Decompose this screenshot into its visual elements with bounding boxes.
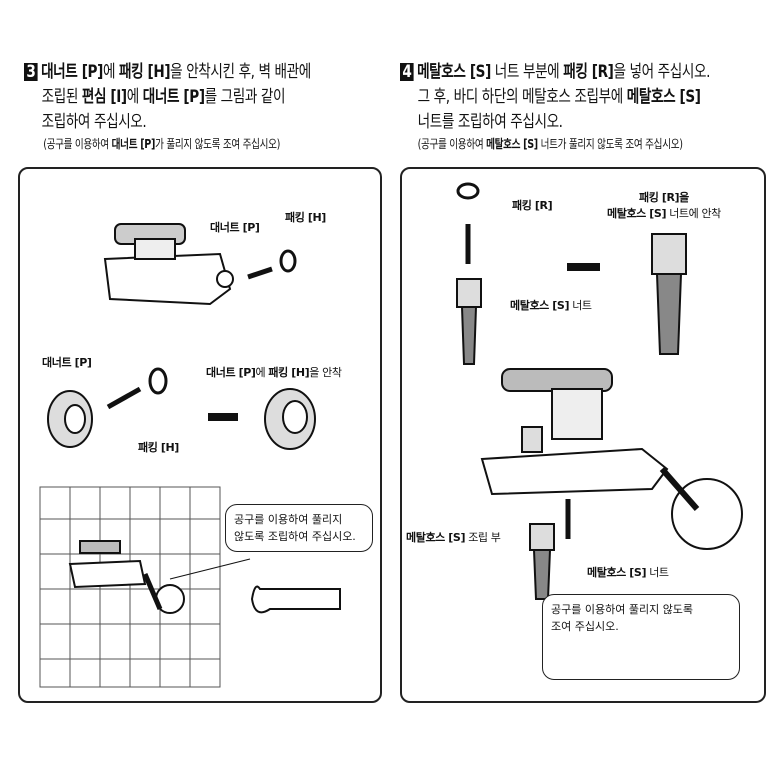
text: 조립하여 주십시오.: [41, 112, 147, 132]
note: 가 풀리지 않도록 조여 주십시오): [155, 137, 281, 151]
hose-nut-icon: [456, 278, 482, 365]
term: 대너트 [P]: [111, 137, 156, 151]
term: 패킹 [R]: [563, 62, 614, 82]
installed-faucet-icon: [68, 540, 185, 614]
text: 너트에 안착: [666, 207, 721, 220]
callout-line: 공구를 이용하여 풀리지 않도록: [551, 603, 694, 616]
label-packing-h: 패킹 [H]: [138, 441, 179, 454]
text: 너트를 조립하여 주십시오.: [417, 112, 563, 132]
text: 패킹 [R]을: [638, 191, 689, 204]
term: 대너트 [P]: [41, 62, 103, 82]
note: (공구를 이용하여: [417, 137, 487, 151]
label-hose-nut: 메탈호스 [S] 너트: [510, 297, 592, 313]
hose-nut-icon: [529, 523, 555, 600]
step4-number: 4: [400, 63, 414, 81]
packing-h-ring-icon: [279, 249, 297, 273]
text: 너트 부분에: [490, 62, 564, 82]
wrench-icon: [250, 585, 341, 614]
step3-number: 3: [24, 63, 38, 81]
term: 대너트 [P]: [206, 366, 256, 379]
term: 패킹 [H]: [268, 366, 310, 379]
term: 메탈호스 [S]: [607, 207, 667, 220]
term: 메탈호스 [S]: [626, 87, 701, 107]
term: 메탈호스 [S]: [510, 299, 570, 312]
callout-line: 공구를 이용하여 풀리지: [234, 513, 343, 526]
arrow-icon: [106, 386, 142, 410]
label-hose-nut: 메탈호스 [S] 너트: [587, 564, 669, 580]
term: 메탈호스 [S]: [486, 137, 538, 151]
label-seat-packing: 대너트 [P]에 패킹 [H]을 안착: [206, 364, 342, 380]
term: 메탈호스 [S]: [417, 62, 491, 82]
nut-p-icon: [47, 390, 93, 448]
term: 메탈호스 [S]: [406, 531, 466, 544]
arrow-icon: [247, 266, 273, 280]
text: 을 안착: [309, 366, 342, 379]
packing-r-ring-icon: [456, 182, 480, 200]
step3-illustration-panel: 대너트 [P] 패킹 [H] 대너트 [P] 대너트 [P]에 패킹 [H]을 …: [18, 167, 382, 703]
text: 에: [255, 366, 269, 379]
text: 조립 부: [465, 531, 501, 544]
text: 에: [126, 87, 143, 107]
text: 을 넣어 주십시오.: [613, 62, 711, 82]
label-assembly-part: 메탈호스 [S] 조립 부: [406, 529, 501, 545]
text: 그 후, 바디 하단의 메탈호스 조립부에: [417, 87, 627, 107]
term: 편심 [I]: [81, 87, 127, 107]
faucet-body-icon: [103, 223, 234, 306]
callout-line: 않도록 조립하여 주십시오.: [234, 530, 356, 543]
wall-tile-grid: [39, 486, 221, 688]
text: 을 안착시킨 후, 벽 배관에: [170, 62, 311, 82]
label-nut-p: 대너트 [P]: [210, 221, 260, 234]
step4-illustrations: [456, 182, 743, 678]
callout-line: 조여 주십시오.: [551, 620, 619, 633]
packing-h-ring-icon: [148, 367, 168, 395]
note: (공구를 이용하여: [43, 137, 112, 151]
text: 너트: [569, 299, 592, 312]
text: 를 그림과 같이: [204, 87, 286, 107]
note: 너트가 풀리지 않도록 조여 주십시오): [537, 137, 683, 151]
label-nut-p: 대너트 [P]: [42, 356, 92, 369]
text: 조립된: [41, 87, 82, 107]
faucet-body-icon: [480, 368, 743, 550]
step3-illustrations: [39, 223, 341, 688]
term: 패킹 [H]: [118, 62, 171, 82]
nut-with-packing-icon: [264, 388, 316, 450]
label-packing-h: 패킹 [H]: [285, 211, 326, 224]
hose-nut-with-packing-icon: [651, 233, 687, 355]
label-packing-r: 패킹 [R]: [512, 199, 553, 212]
term: 대너트 [P]: [142, 87, 205, 107]
text: 에: [102, 62, 119, 82]
text: 너트: [646, 566, 669, 579]
term: 메탈호스 [S]: [587, 566, 647, 579]
